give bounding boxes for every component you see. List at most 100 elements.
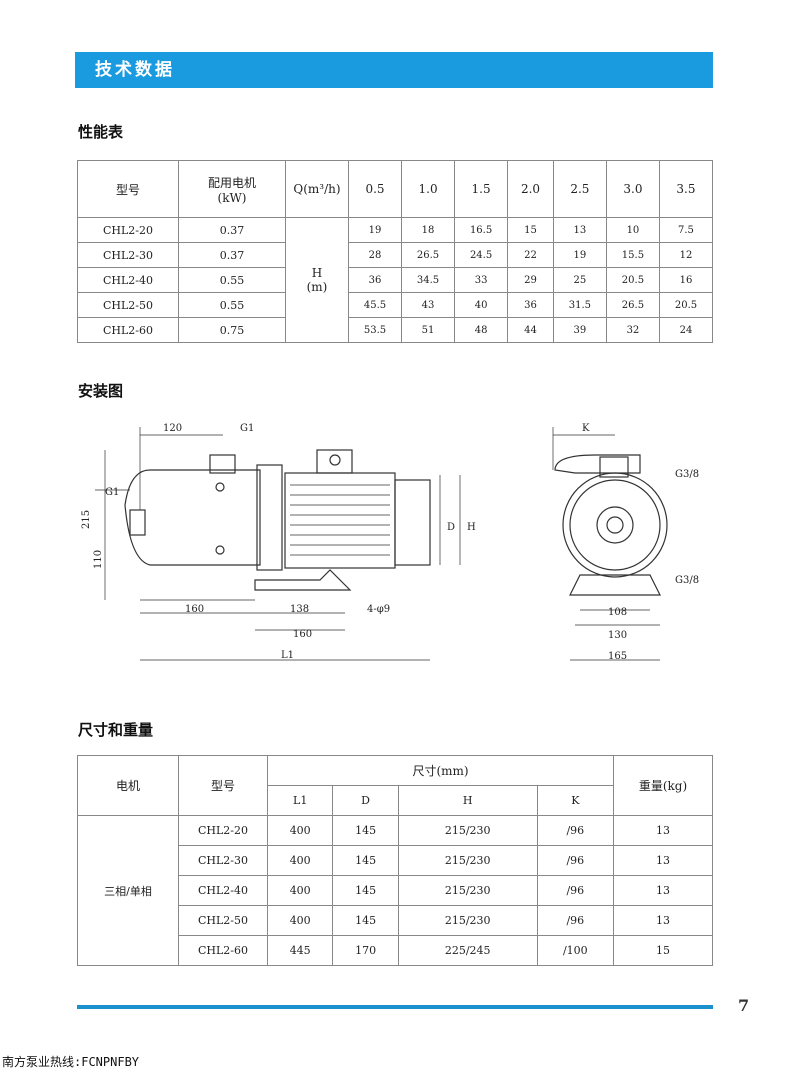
svg-text:4-φ9: 4-φ9 [367, 604, 390, 615]
motor-kw-cell: 0.55 [178, 267, 286, 293]
head-value-cell: 20.5 [605, 267, 660, 293]
flow-cell: 1.0 [401, 160, 456, 218]
svg-text:130: 130 [608, 630, 627, 641]
header-size: 尺寸(mm) [267, 755, 614, 786]
h-cell: 215/230 [397, 875, 538, 906]
installation-drawing: 120 G1 G1 215 110 160 138 4-φ9 160 L1 D … [81, 423, 699, 662]
head-value-cell: 45.5 [347, 292, 403, 318]
w-cell: 15 [613, 935, 713, 966]
head-value-cell: 33 [454, 267, 509, 293]
d-cell: 170 [332, 935, 399, 966]
k-cell: /96 [536, 875, 615, 906]
header-k: K [536, 785, 615, 816]
d-cell: 145 [332, 905, 399, 936]
model-cell: CHL2-40 [178, 875, 268, 906]
l1-cell: 400 [266, 875, 334, 906]
header-motor: 配用电机(kW) [178, 160, 286, 218]
k-cell: /96 [536, 905, 615, 936]
head-value-cell: 31.5 [552, 292, 607, 318]
head-value-cell: 39 [552, 317, 607, 343]
l1-cell: 400 [266, 815, 334, 846]
performance-table-title: 性能表 [78, 123, 124, 141]
head-value-cell: 18 [401, 217, 456, 243]
head-value-cell: 20.5 [658, 292, 714, 318]
head-value-cell: 53.5 [347, 317, 403, 343]
head-value-cell: 32 [605, 317, 660, 343]
head-label-cell: H(m) [285, 217, 349, 343]
svg-text:D: D [447, 522, 455, 533]
d-cell: 145 [332, 815, 399, 846]
l1-cell: 400 [266, 845, 334, 876]
footer-line [77, 1005, 713, 1009]
flow-cell: 2.5 [552, 160, 607, 218]
svg-text:215: 215 [81, 510, 92, 529]
head-value-cell: 15.5 [605, 242, 660, 268]
motor-body [284, 472, 396, 569]
header-flow: Q(m³/h) [285, 160, 349, 218]
header-weight: 重量(kg) [613, 755, 713, 816]
flow-cell: 0.5 [347, 160, 403, 218]
svg-text:120: 120 [163, 423, 182, 434]
svg-text:110: 110 [93, 550, 104, 569]
model-cell: CHL2-30 [77, 242, 179, 268]
flow-cell: 3.5 [658, 160, 714, 218]
svg-text:165: 165 [608, 651, 627, 662]
header-l1: L1 [266, 785, 334, 816]
head-value-cell: 25 [552, 267, 607, 293]
svg-text:160: 160 [293, 629, 312, 640]
flow-cell: 3.0 [605, 160, 660, 218]
model-cell: CHL2-50 [178, 905, 268, 936]
head-value-cell: 13 [552, 217, 607, 243]
motor-kw-cell: 0.37 [178, 242, 286, 268]
installation-title: 安装图 [78, 382, 124, 400]
head-value-cell: 34.5 [401, 267, 456, 293]
svg-text:G3/8: G3/8 [675, 469, 699, 480]
head-value-cell: 10 [605, 217, 660, 243]
head-value-cell: 12 [658, 242, 714, 268]
w-cell: 13 [613, 815, 713, 846]
model-cell: CHL2-50 [77, 292, 179, 318]
header-model: 型号 [178, 755, 268, 816]
svg-text:160: 160 [185, 604, 204, 615]
h-cell: 215/230 [397, 815, 538, 846]
svg-text:H: H [467, 522, 476, 533]
svg-text:L1: L1 [281, 650, 294, 661]
k-cell: /100 [536, 935, 615, 966]
d-cell: 145 [332, 875, 399, 906]
head-value-cell: 19 [552, 242, 607, 268]
head-value-cell: 26.5 [605, 292, 660, 318]
head-value-cell: 36 [347, 267, 403, 293]
head-value-cell: 44 [507, 317, 554, 343]
h-cell: 215/230 [397, 905, 538, 936]
model-cell: CHL2-60 [77, 317, 179, 343]
svg-text:K: K [582, 423, 590, 434]
dimensions-weight-title: 尺寸和重量 [78, 721, 154, 739]
head-value-cell: 16 [658, 267, 714, 293]
svg-text:108: 108 [608, 607, 627, 618]
w-cell: 13 [613, 845, 713, 876]
model-cell: CHL2-60 [178, 935, 268, 966]
flow-cell: 2.0 [507, 160, 554, 218]
head-value-cell: 22 [507, 242, 554, 268]
svg-text:G3/8: G3/8 [675, 575, 699, 586]
svg-text:138: 138 [290, 604, 309, 615]
head-value-cell: 24 [658, 317, 714, 343]
head-value-cell: 16.5 [454, 217, 509, 243]
motor-kw-cell: 0.75 [178, 317, 286, 343]
model-cell: CHL2-30 [178, 845, 268, 876]
head-value-cell: 7.5 [658, 217, 714, 243]
head-value-cell: 26.5 [401, 242, 456, 268]
header-d: D [332, 785, 399, 816]
h-cell: 215/230 [397, 845, 538, 876]
head-value-cell: 29 [507, 267, 554, 293]
pump-front [562, 472, 668, 578]
motor-kw-cell: 0.37 [178, 217, 286, 243]
